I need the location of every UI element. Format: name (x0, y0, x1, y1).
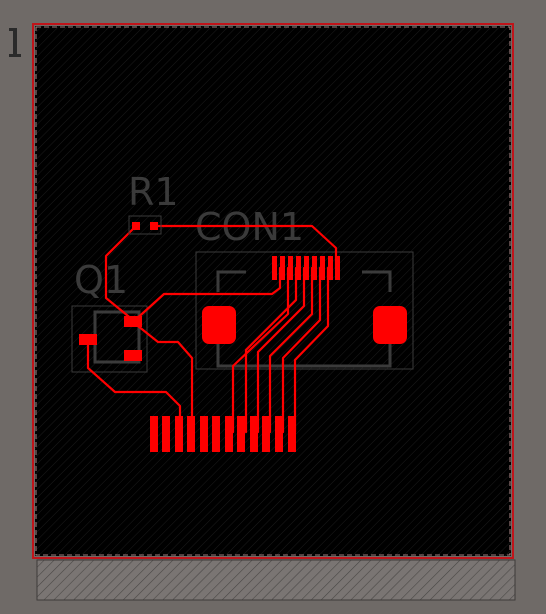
pcb-board[interactable] (32, 23, 514, 559)
keepout-outline (35, 26, 511, 556)
copper-traces[interactable] (86, 224, 338, 434)
header-pads[interactable] (150, 416, 296, 452)
board-bottom-strip (36, 559, 516, 601)
board-outline[interactable] (32, 23, 514, 559)
con1-footprint-outline[interactable] (195, 251, 414, 370)
con1-pads[interactable] (202, 256, 407, 344)
q1-pads[interactable] (79, 316, 142, 361)
con1-mount-pad-right[interactable] (373, 306, 407, 344)
con1-mount-pad-left[interactable] (202, 306, 236, 344)
cursor-i-beam-icon[interactable] (9, 28, 21, 57)
r1-designator: R1 (128, 170, 179, 214)
r1-pads[interactable] (128, 215, 162, 235)
q1-designator: Q1 (74, 258, 128, 302)
